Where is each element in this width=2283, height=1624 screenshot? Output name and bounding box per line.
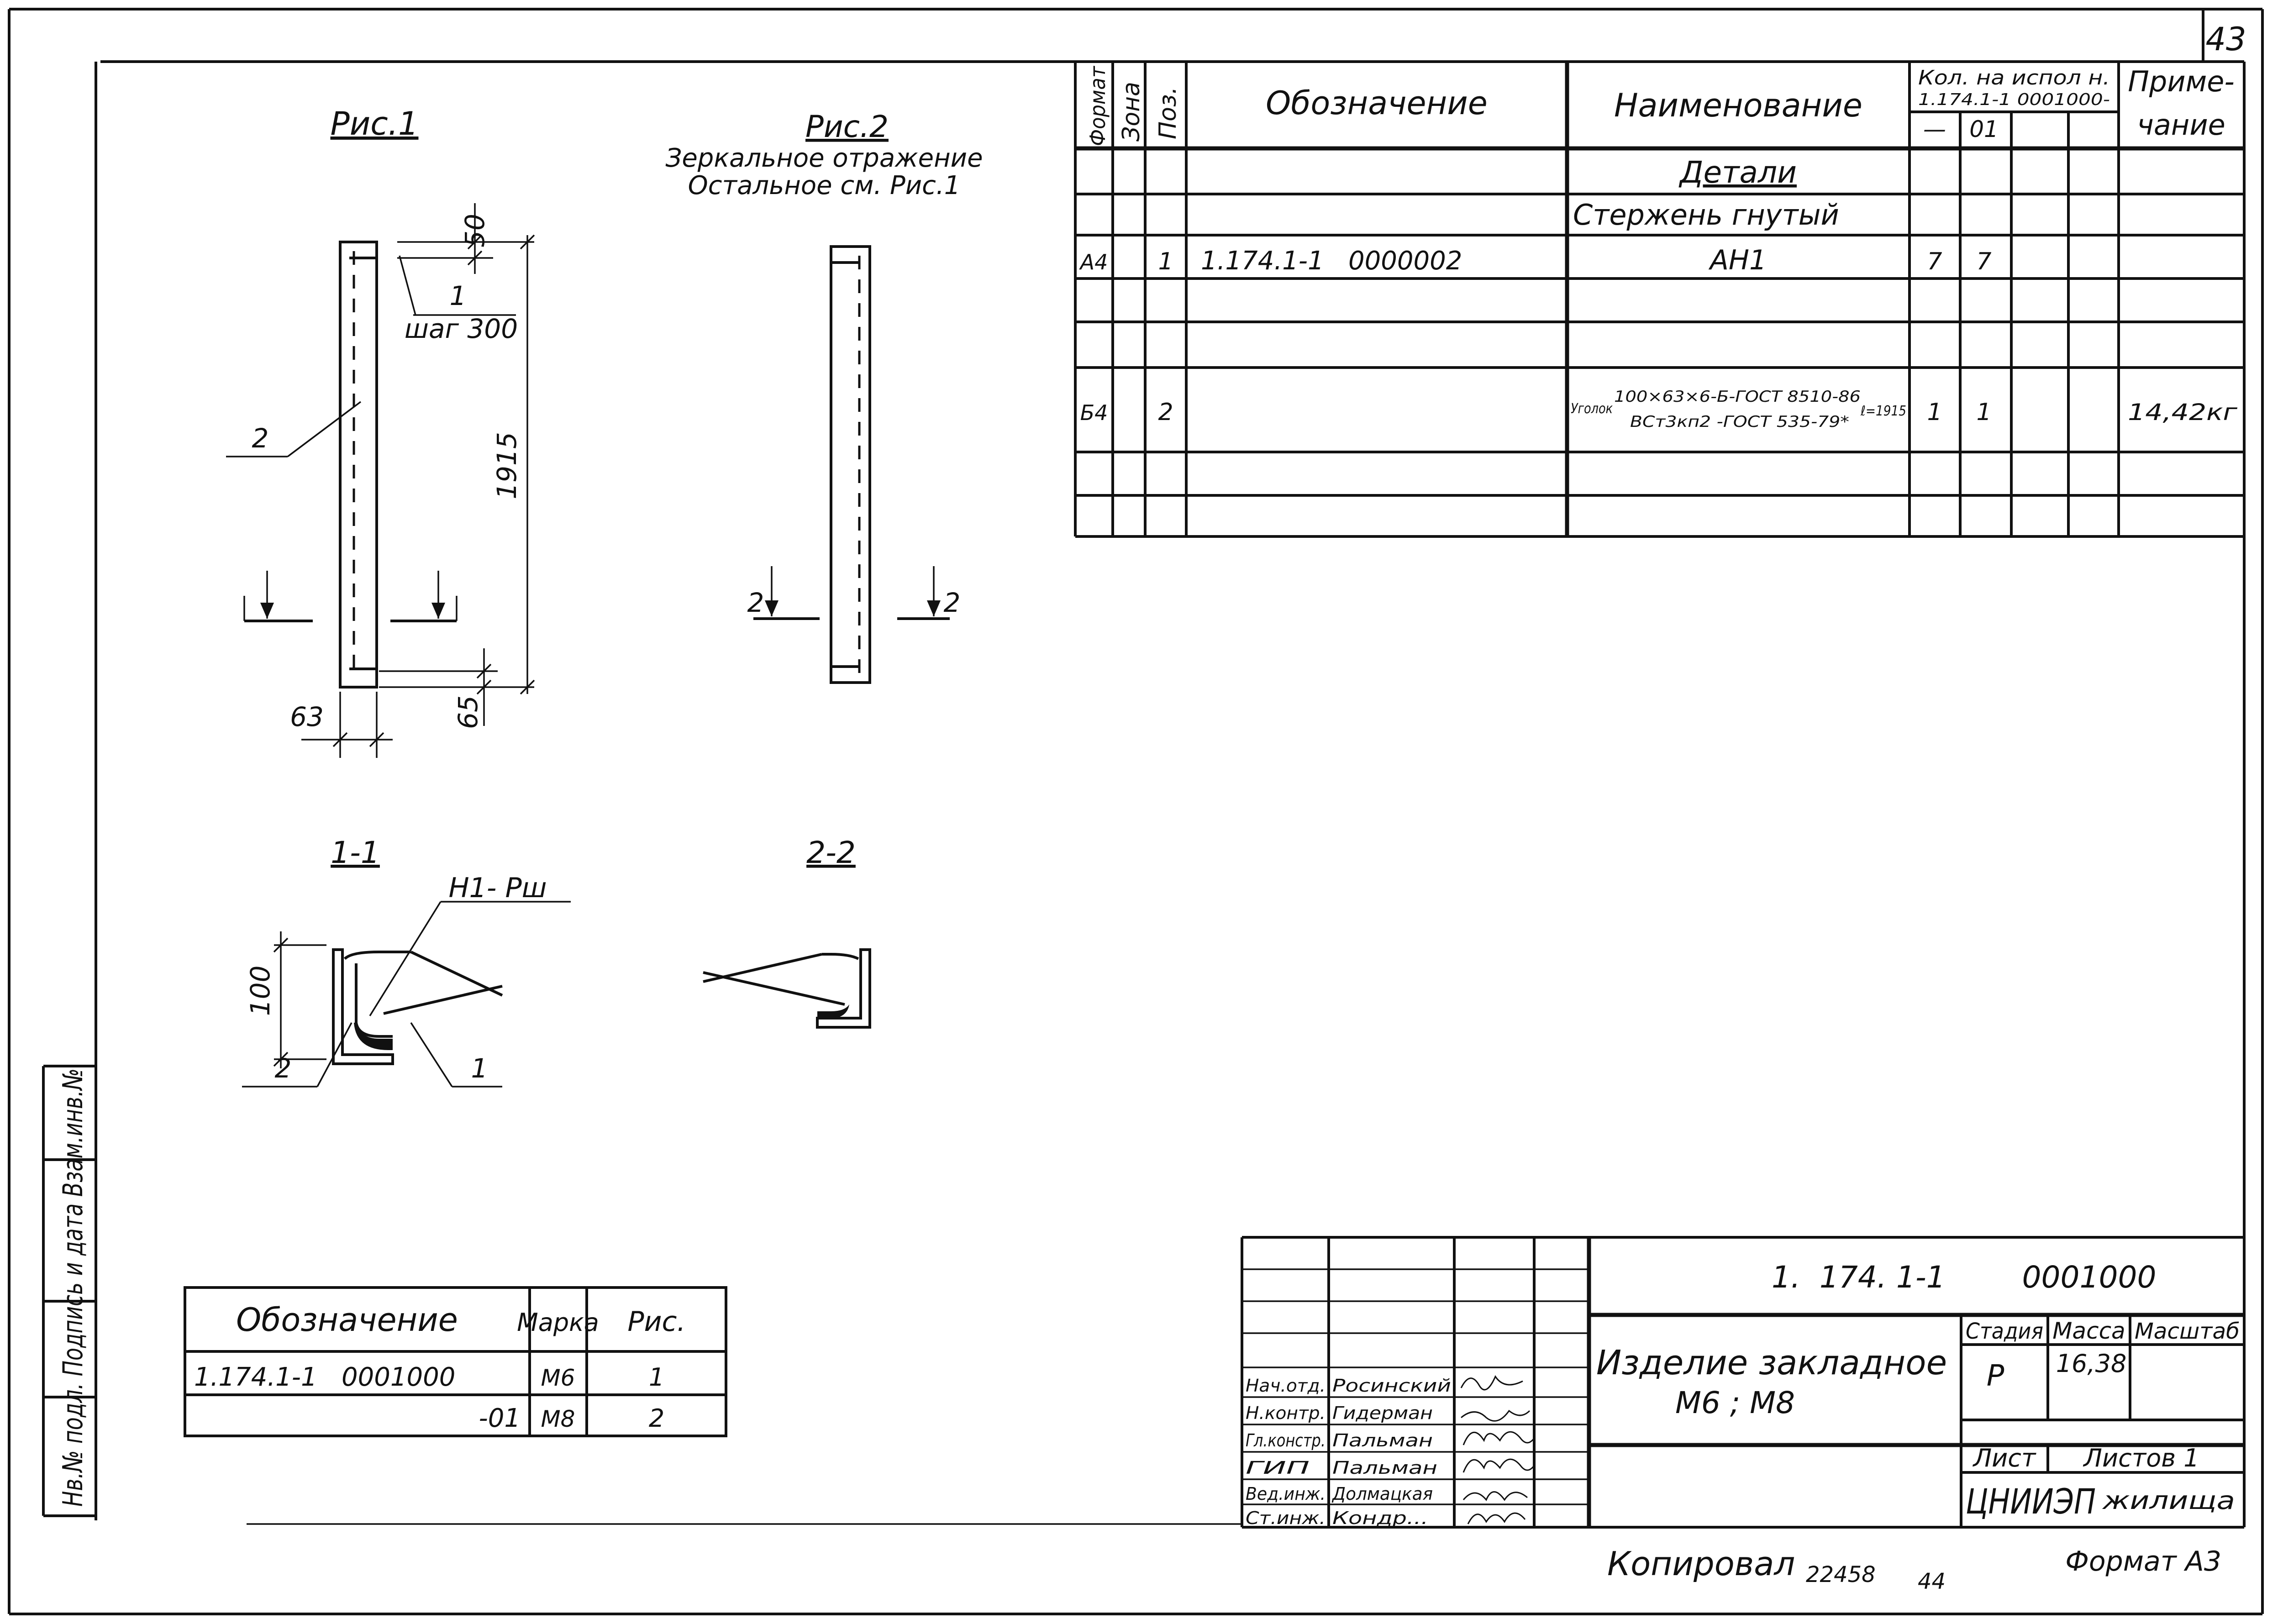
person-4-name: Пальман (1332, 1458, 1437, 1478)
footer-number: 22458 (1806, 1562, 1876, 1587)
person-2-name: Гидерман (1332, 1403, 1433, 1423)
mark-header-designation: Обозначение (236, 1301, 458, 1339)
person-5-name: Долмацкая (1331, 1484, 1433, 1504)
fig2-note-line1: Зеркальное отражение (665, 143, 983, 173)
title-line2: М6 ; М8 (1675, 1385, 1795, 1420)
weld-label: Н1- Рш (448, 872, 547, 904)
stage-label: Стадия (1966, 1319, 2043, 1344)
spec-row1-qty-a: 7 (1927, 248, 1942, 275)
spec-group-title: Стержень гнутый (1573, 198, 1839, 231)
footer-copied: Копировал (1607, 1545, 1795, 1583)
person-3-name: Пальман (1332, 1430, 1433, 1451)
footer-format: Формат А3 (2065, 1545, 2221, 1577)
side-stamp: Нв.№ подл. Подпись и дата Взам.инв.№ (42, 1065, 96, 1517)
spec-row1-name: АН1 (1708, 244, 1767, 276)
section-leader-1: 1 (471, 1053, 488, 1084)
org-name-b: жилища (2102, 1486, 2235, 1515)
person-5-role: Вед.инж. (1246, 1484, 1326, 1504)
person-6-role: Ст.инж. (1246, 1508, 1326, 1528)
dim-length-1915: 1915 (491, 432, 522, 499)
spec-header-name: Наименование (1614, 87, 1862, 124)
person-4-role: ГИП (1246, 1458, 1310, 1478)
section-2-2: 2-2 (703, 835, 871, 1029)
spec-header-qty-line2: 1.174.1-1 0001000- (1918, 90, 2110, 109)
spec-row2-name-prefix: Уголок (1571, 401, 1613, 417)
doc-number: 1. 174. 1-1 0001000 (1772, 1260, 2156, 1295)
cut-2-right: 2 (944, 587, 961, 618)
figure-1: Рис.1 50 1 шаг 300 1915 2 65 (226, 105, 535, 758)
section-2-2-title: 2-2 (806, 835, 856, 870)
sheets-label: Листов 1 (2083, 1444, 2199, 1472)
spec-row2-note: 14,42кг (2128, 399, 2238, 426)
spec-header-qty-a: — (1923, 116, 1946, 142)
sheet-label: Лист (1973, 1444, 2036, 1472)
spec-row2-pos: 2 (1158, 399, 1173, 426)
spec-header-pos: Поз. (1154, 87, 1182, 139)
mark-header-fig: Рис. (627, 1306, 685, 1338)
spec-table: Формат Зона Поз. Обозначение Наименовани… (1074, 62, 2244, 538)
spec-header-format: Формат (1085, 66, 1110, 146)
title-line1: Изделие закладное (1596, 1343, 1947, 1382)
mark-header-mark: Марка (517, 1308, 599, 1337)
footer-sheet-no: 44 (1918, 1569, 1946, 1594)
mark-row2-mark: М8 (541, 1406, 575, 1432)
spec-row1-qty-b: 7 (1976, 248, 1991, 275)
signature-marks (1460, 1375, 1535, 1524)
dim-width-63: 63 (290, 701, 324, 732)
cut-2-left: 2 (747, 587, 764, 618)
spec-row1-pos: 1 (1158, 248, 1173, 275)
section-leader-2: 2 (275, 1053, 292, 1084)
spec-header-designation: Обозначение (1266, 84, 1488, 122)
side-stamp-text: Нв.№ подл. Подпись и дата Взам.инв.№ (57, 1068, 89, 1507)
spec-header-qty-b: 01 (1969, 116, 1999, 142)
dim-top-50: 50 (459, 214, 490, 247)
fig1-leader-1: 1 (450, 280, 467, 311)
fig2-note-line2: Остальное см. Рис.1 (688, 171, 961, 200)
dim-bottom-65: 65 (452, 695, 484, 729)
spec-row2-name-top: 100×63×6-Б-ГОСТ 8510-86 (1614, 388, 1861, 406)
sheet-frame (8, 8, 2264, 1615)
org-name-a: ЦНИИЭП (1966, 1481, 2096, 1522)
person-3-role: Гл.констр. (1246, 1430, 1326, 1451)
spec-row2-format: Б4 (1080, 400, 1108, 425)
spec-row2-name-suffix: ℓ=1915 (1860, 403, 1906, 419)
spec-header-note-line2: чание (2137, 108, 2225, 142)
mass-label: Масса (2052, 1318, 2125, 1344)
mark-row2-fig: 2 (649, 1404, 664, 1433)
spec-row2-qty-b: 1 (1976, 399, 1991, 426)
spec-section-title: Детали (1678, 155, 1797, 190)
mass-value: 16,38 (2056, 1349, 2127, 1378)
figure-2: Рис.2 Зеркальное отражение Остальное см.… (665, 109, 983, 684)
page-number: 43 (2205, 21, 2246, 58)
title-block: 1. 174. 1-1 0001000 Изделие закладное М6… (1241, 1236, 2244, 1529)
fig1-title: Рис.1 (331, 105, 419, 142)
spec-header-zone: Зона (1118, 82, 1145, 142)
person-6-name: Кондр... (1332, 1508, 1428, 1528)
person-1-role: Нач.отд. (1246, 1376, 1326, 1396)
mark-row2-designation: -01 (479, 1403, 521, 1433)
person-1-name: Росинский (1332, 1376, 1451, 1396)
section-1-1-title: 1-1 (331, 835, 380, 870)
fig2-title: Рис.2 (805, 109, 889, 144)
spec-row1-format: А4 (1079, 250, 1108, 274)
scale-label: Масштаб (2135, 1319, 2240, 1344)
pitch-label: шаг 300 (405, 313, 518, 344)
spec-header-qty-line1: Кол. на испол н. (1918, 66, 2110, 89)
mark-table: Обозначение Марка Рис. 1.174.1-1 0001000… (184, 1286, 727, 1437)
mark-row1-designation: 1.174.1-1 0001000 (194, 1362, 455, 1392)
dim-100: 100 (245, 966, 276, 1016)
person-2-role: Н.контр. (1246, 1403, 1326, 1423)
fig1-leader-2: 2 (252, 423, 269, 454)
spec-row1-designation: 1.174.1-1 0000002 (1201, 246, 1462, 276)
spec-row2-name-bottom: ВСт3кп2 -ГОСТ 535-79* (1630, 413, 1849, 431)
footer: Копировал 22458 44 Формат А3 (1607, 1545, 2221, 1594)
spec-header-note-line1: Приме- (2128, 65, 2235, 98)
mark-row1-fig: 1 (649, 1363, 664, 1392)
mark-row1-mark: М6 (541, 1365, 575, 1391)
section-1-1: 1-1 Н1- Рш 100 2 1 (242, 835, 571, 1088)
stage-value: Р (1987, 1359, 2004, 1393)
spec-row2-qty-a: 1 (1927, 399, 1942, 426)
